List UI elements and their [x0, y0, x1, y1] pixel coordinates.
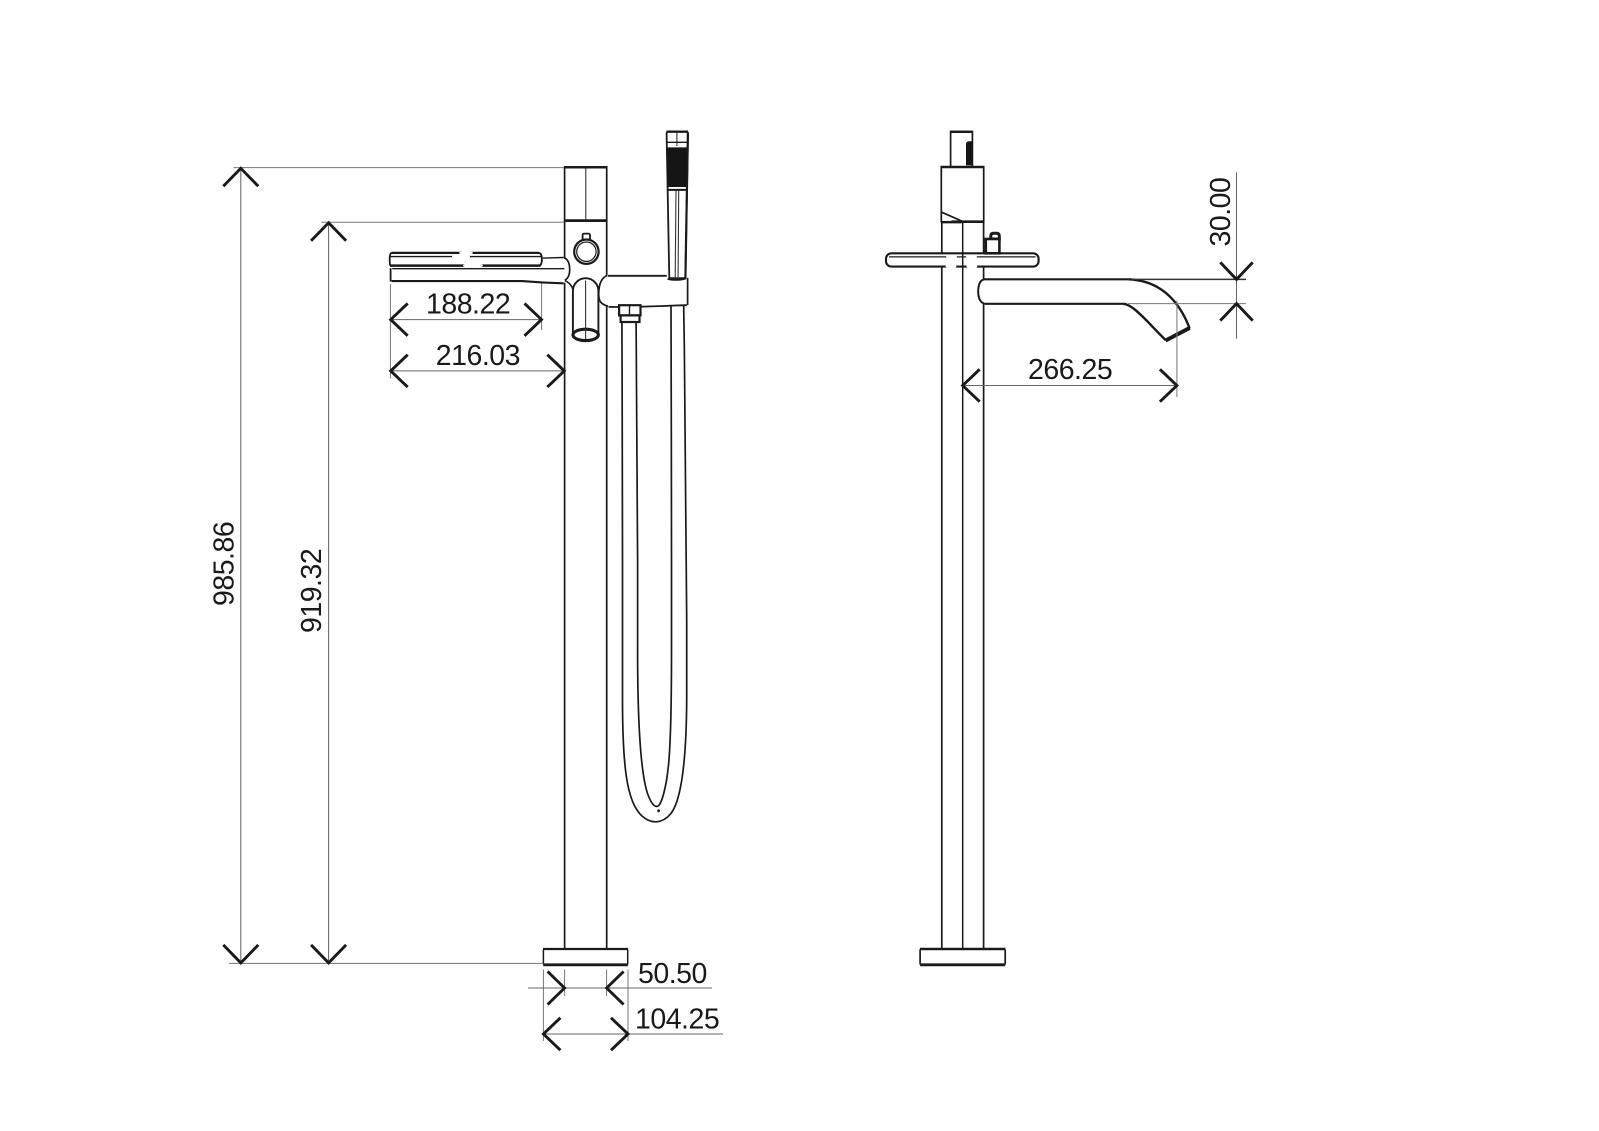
svg-text:104.25: 104.25 [635, 1003, 719, 1035]
svg-text:30.00: 30.00 [1205, 178, 1237, 247]
svg-text:919.32: 919.32 [296, 549, 328, 633]
svg-text:216.03: 216.03 [436, 340, 520, 372]
svg-text:188.22: 188.22 [426, 288, 510, 320]
svg-text:50.50: 50.50 [638, 958, 707, 990]
svg-text:266.25: 266.25 [1028, 354, 1112, 386]
svg-text:985.86: 985.86 [209, 522, 241, 606]
